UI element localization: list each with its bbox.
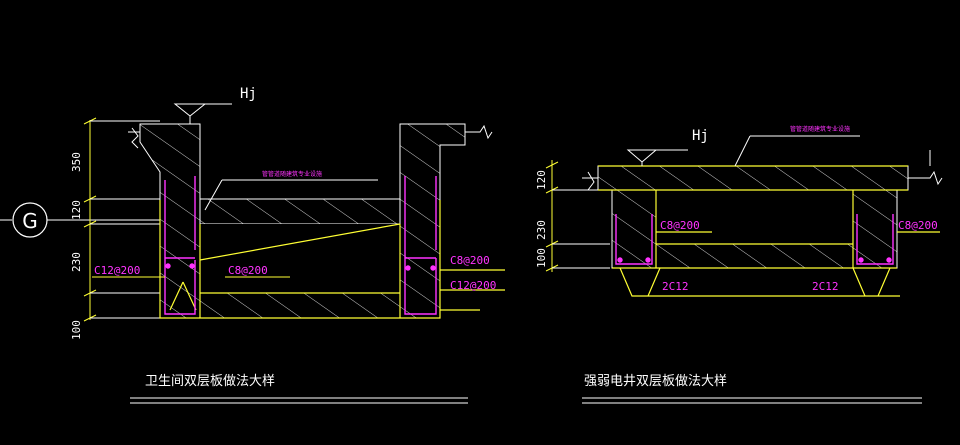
right-concrete-section (582, 150, 943, 269)
right-level-text: Hj (692, 128, 709, 144)
right-rebar-label-right: C8@200 (898, 219, 938, 232)
left-level-text: Hj (240, 86, 257, 102)
right-note-text: 管管道随建筑专业设施 (790, 125, 850, 133)
right-note-leader (734, 135, 860, 167)
left-rebar-label-mid: C8@200 (228, 264, 268, 277)
left-rebar (164, 176, 437, 315)
grid-bubble: G (0, 202, 160, 238)
left-rebar-label-right-upper: C8@200 (450, 254, 490, 267)
right-dimension-chain (545, 160, 610, 272)
right-detail-title: 强弱电井双层板做法大样 (584, 374, 727, 389)
grid-label: G (22, 209, 38, 233)
left-yellow-outline (159, 200, 505, 319)
right-detail: 120 230 100 (535, 125, 943, 404)
left-rebar-label-vertical: C12@200 (94, 264, 140, 277)
right-rebar-label-bottom-left: 2C12 (662, 280, 689, 293)
left-note-leader (204, 179, 378, 211)
left-concrete-section (128, 123, 493, 319)
right-dim-100: 100 (535, 248, 548, 268)
right-rebar-label-bottom-right: 2C12 (812, 280, 839, 293)
left-rebar-label-right-lower: C12@200 (450, 279, 496, 292)
right-rebar-label-left: C8@200 (660, 219, 700, 232)
left-detail-title: 卫生间双层板做法大样 (145, 374, 275, 389)
left-dim-120: 120 (70, 200, 83, 220)
right-dim-230: 230 (535, 220, 548, 240)
left-dim-350: 350 (70, 152, 83, 172)
left-note-text: 管管道随建筑专业设施 (262, 170, 322, 178)
left-level-mark (173, 103, 232, 124)
left-dimension-chain (83, 117, 160, 322)
right-rebar (615, 214, 894, 265)
right-level-mark (626, 149, 688, 166)
right-yellow-outline (598, 165, 940, 297)
left-detail: G 350 120 230 100 (0, 86, 505, 404)
right-dim-120: 120 (535, 170, 548, 190)
left-dim-230: 230 (70, 252, 83, 272)
left-dim-100: 100 (70, 320, 83, 340)
